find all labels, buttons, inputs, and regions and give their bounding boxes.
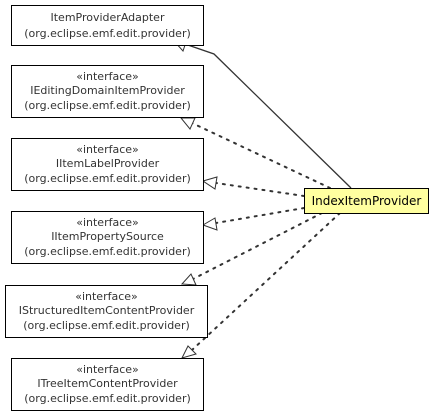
- edge-implements-iitempropertysource: [215, 207, 305, 224]
- class-ieditingdomainitemprovider: «interface» IEditingDomainItemProvider (…: [11, 65, 204, 118]
- edge-implements-ieditingdomainitemprovider: [191, 122, 331, 189]
- class-indexitemprovider: IndexItemProvider: [304, 188, 429, 214]
- edge-implements-istructureditemcontentprovider: [192, 212, 323, 280]
- hollow-triangle-arrowhead-icon: [201, 176, 218, 190]
- class-package: (org.eclipse.emf.edit.provider): [24, 172, 191, 185]
- edge-implements-iitemlabelprovider: [215, 182, 305, 197]
- hollow-triangle-arrowhead-icon: [201, 217, 218, 231]
- class-stereotype: «interface»: [76, 70, 139, 83]
- class-istructureditemcontentprovider: «interface» IStructuredItemContentProvid…: [5, 285, 208, 338]
- class-itemprovideradapter: ItemProviderAdapter (org.eclipse.emf.edi…: [11, 5, 204, 46]
- class-stereotype: «interface»: [76, 216, 139, 229]
- hollow-triangle-arrowhead-icon: [181, 345, 197, 359]
- edge-implements-itreeitemcontentprovider: [191, 212, 341, 351]
- class-name: ItemProviderAdapter: [51, 11, 165, 24]
- class-package: (org.eclipse.emf.edit.provider): [24, 27, 191, 40]
- class-itreeitemcontentprovider: «interface» ITreeItemContentProvider (or…: [11, 358, 204, 411]
- class-iitemlabelprovider: «interface» IItemLabelProvider (org.ecli…: [11, 138, 204, 191]
- class-stereotype: «interface»: [76, 143, 139, 156]
- class-iitempropertysource: «interface» IItemPropertySource (org.ecl…: [11, 211, 204, 264]
- focus-class-box: [304, 188, 429, 214]
- class-package: (org.eclipse.emf.edit.provider): [23, 319, 190, 332]
- hollow-triangle-arrowhead-icon: [179, 117, 196, 130]
- focus-class-name: IndexItemProvider: [312, 194, 422, 208]
- class-package: (org.eclipse.emf.edit.provider): [24, 245, 191, 258]
- class-name: IEditingDomainItemProvider: [30, 84, 185, 97]
- class-stereotype: «interface»: [75, 290, 138, 303]
- class-name: IItemLabelProvider: [56, 157, 160, 170]
- class-name: IItemPropertySource: [51, 230, 164, 243]
- class-stereotype: «interface»: [76, 363, 139, 376]
- class-name: IStructuredItemContentProvider: [19, 304, 195, 317]
- hollow-triangle-arrowhead-icon: [180, 273, 197, 286]
- class-package: (org.eclipse.emf.edit.provider): [24, 392, 191, 405]
- class-package: (org.eclipse.emf.edit.provider): [24, 99, 191, 112]
- edge-extends-itemprovideradapter: [184, 43, 352, 189]
- class-name: ITreeItemContentProvider: [37, 377, 178, 390]
